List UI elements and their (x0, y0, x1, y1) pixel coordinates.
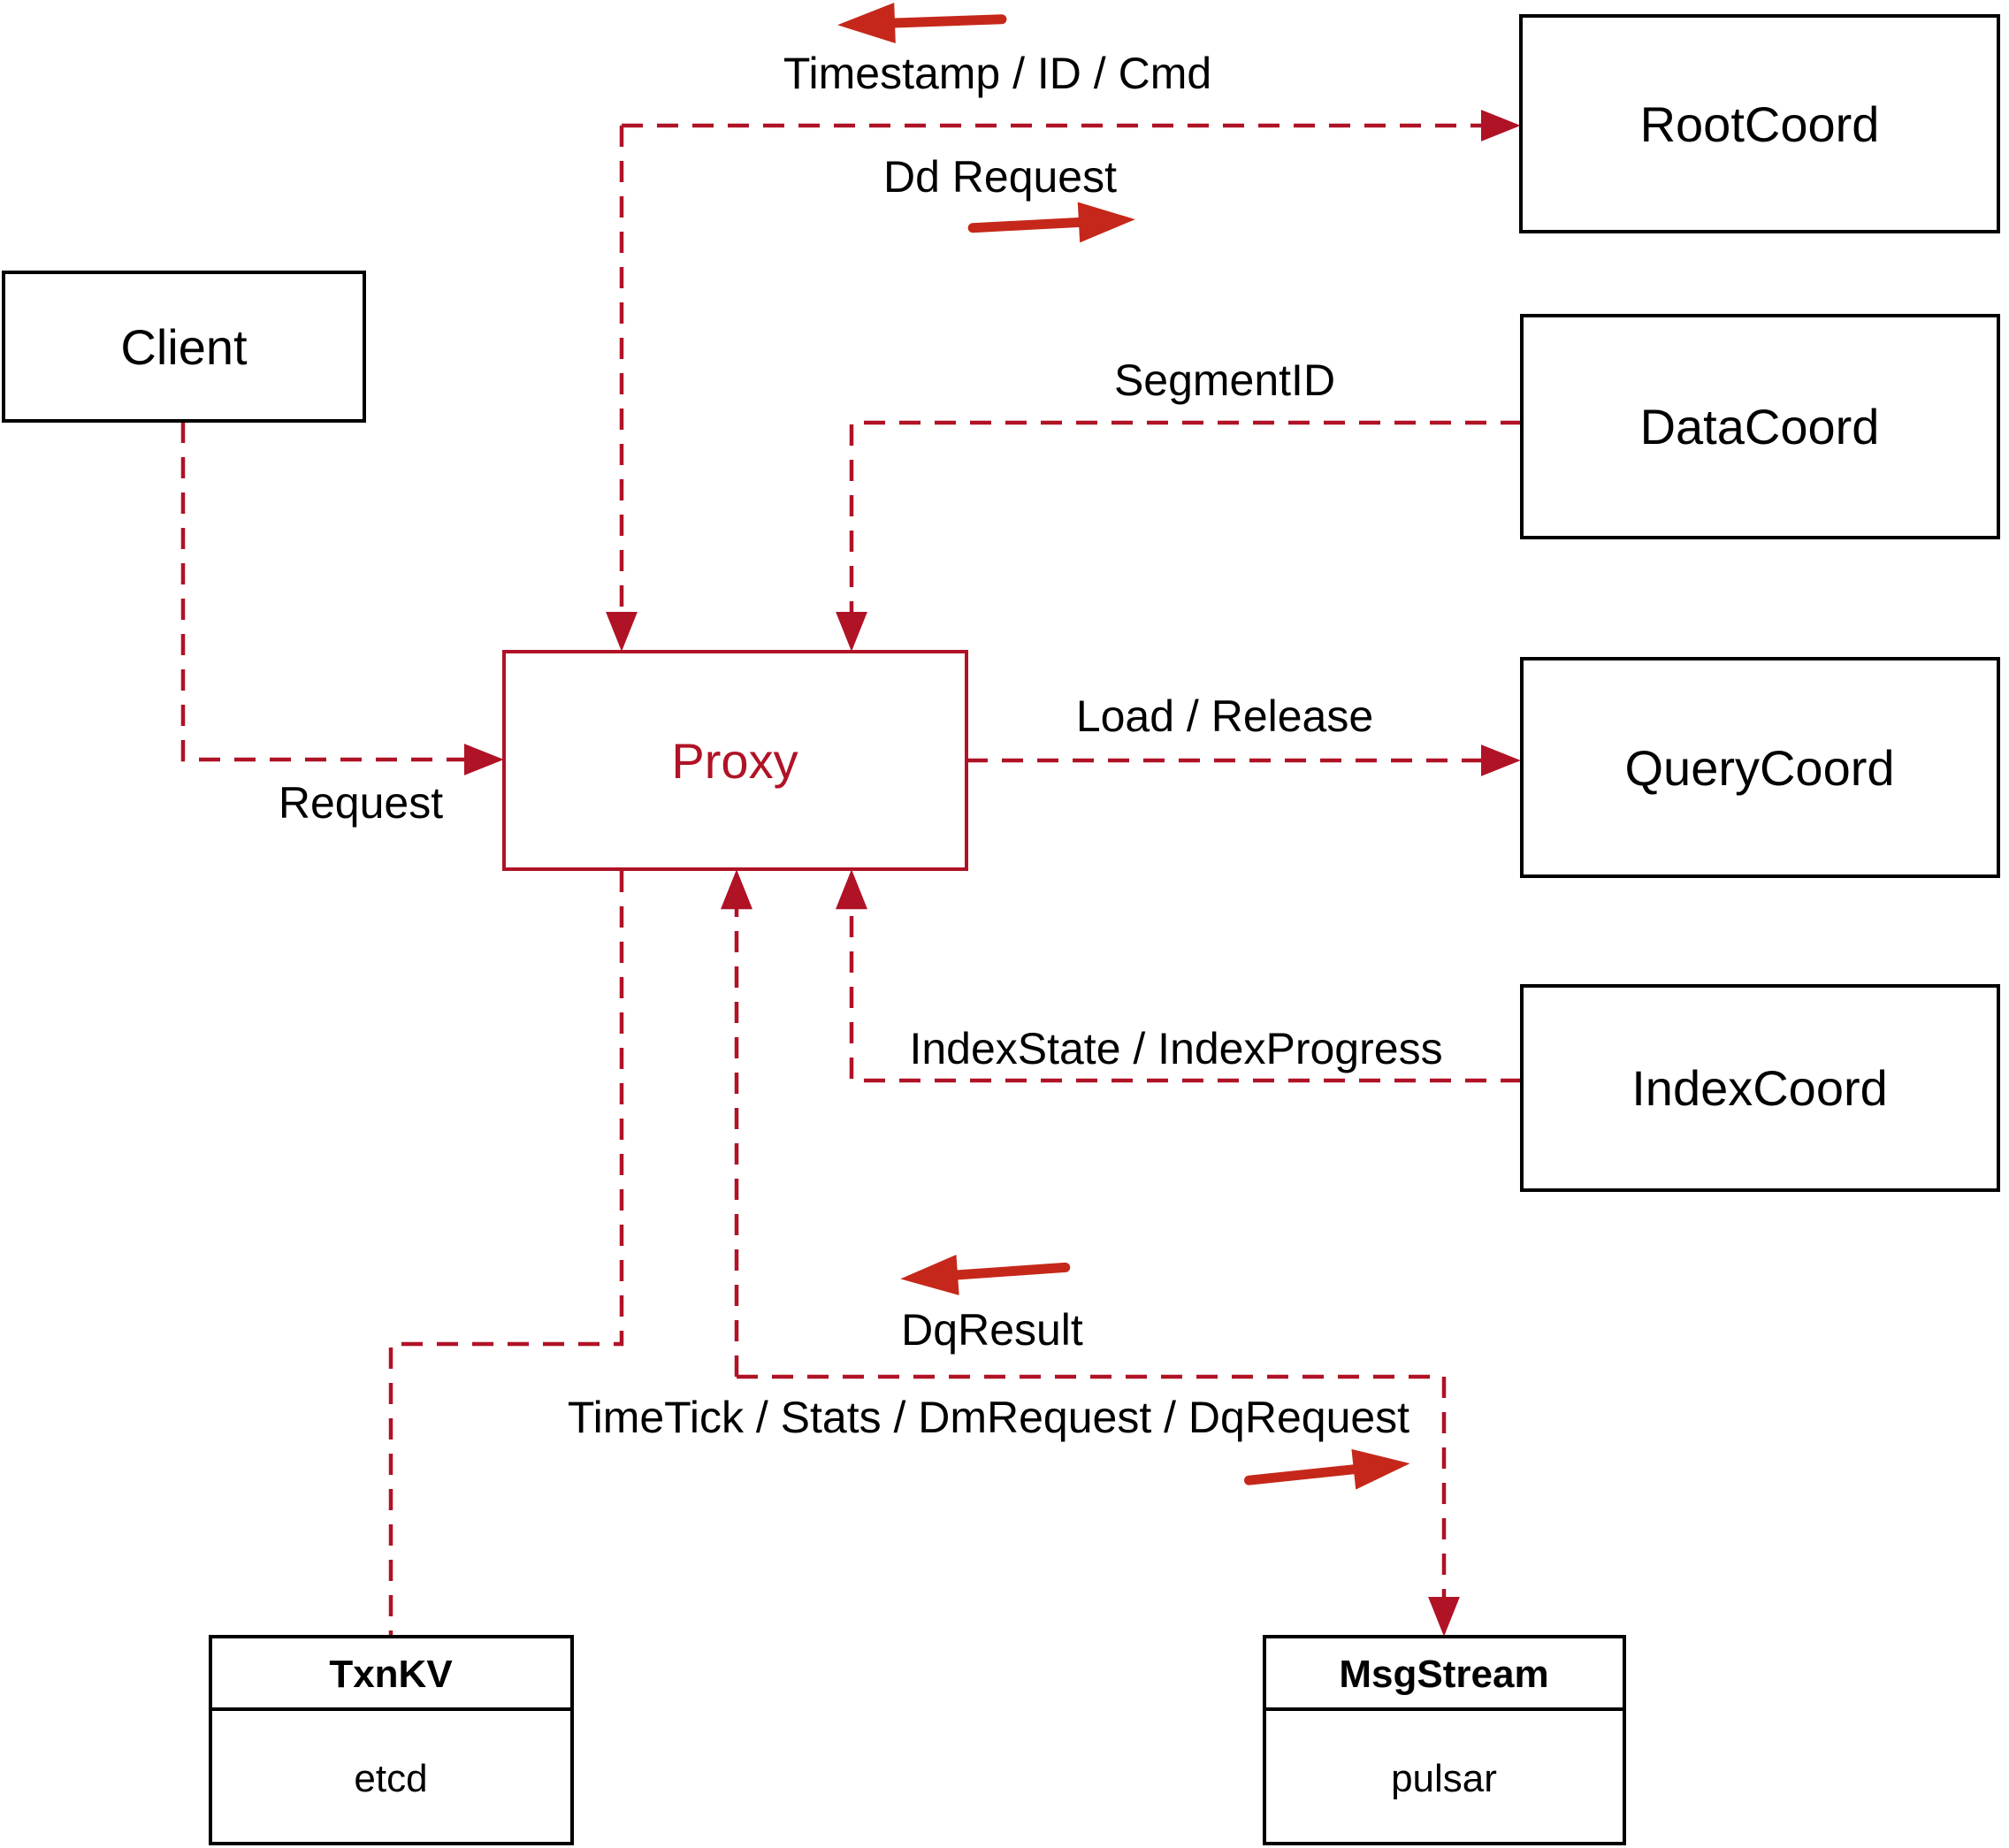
edge-label-indexstate-indexprogress: IndexState / IndexProgress (909, 1024, 1442, 1073)
datacoord-node-label: DataCoord (1640, 399, 1880, 454)
rootcoord-node-label: RootCoord (1640, 96, 1880, 152)
edge-datacoord-to-proxy (836, 420, 1522, 652)
dd-request-direction-right-arrow-icon (967, 202, 1135, 243)
edge-label-dd-request: Dd Request (883, 152, 1117, 202)
arrow-shaft (890, 14, 1007, 28)
arrow-head (1351, 1448, 1410, 1490)
dqrequest-direction-right-arrow-icon (1243, 1448, 1410, 1490)
edge-client-to-proxy (180, 422, 504, 775)
timestamp-direction-left-arrow-icon (837, 2, 1007, 43)
querycoord-node-label: QueryCoord (1624, 740, 1894, 796)
edge-indexcoord-to-proxy (836, 869, 1522, 1083)
msgstream-node-implementation: pulsar (1391, 1757, 1497, 1800)
edge-label-segmentid: SegmentID (1114, 355, 1335, 405)
edge-label-request: Request (279, 778, 443, 828)
edge-label-load-release: Load / Release (1076, 691, 1373, 741)
txnkv-node-implementation: etcd (354, 1757, 427, 1800)
msgstream-node-title: MsgStream (1339, 1653, 1548, 1696)
proxy-node-label: Proxy (671, 733, 798, 789)
edge-proxy-to-msgstream (737, 1374, 1460, 1637)
proxy-node-box (502, 650, 968, 871)
arrow-shaft (1243, 1464, 1361, 1485)
dqresult-direction-left-arrow-icon (900, 1254, 1071, 1295)
datacoord-node-box (1520, 314, 2000, 539)
client-node-box (2, 271, 366, 423)
client-node-label: Client (120, 319, 248, 375)
arrow-shaft (967, 217, 1086, 233)
edge-proxy-to-txnkv (388, 871, 624, 1638)
txnkv-node-title: TxnKV (329, 1653, 453, 1696)
querycoord-node-box (1520, 657, 2000, 878)
msgstream-node-box (1263, 1635, 1626, 1845)
arrow-head (837, 2, 896, 43)
arrow-head (900, 1254, 959, 1295)
edge-label-timestamp-id-cmd: Timestamp / ID / Cmd (783, 49, 1211, 98)
arrow-head (1077, 202, 1135, 243)
edge-label-timetick-stats-dmrequest-dqrequest: TimeTick / Stats / DmRequest / DqRequest (568, 1393, 1409, 1442)
arrow-shaft (952, 1262, 1071, 1280)
edge-label-dqresult: DqResult (901, 1305, 1083, 1355)
indexcoord-node-label: IndexCoord (1631, 1060, 1888, 1116)
rootcoord-node-box (1519, 14, 2000, 233)
txnkv-node-box (209, 1635, 574, 1845)
indexcoord-node-box (1520, 984, 2000, 1192)
